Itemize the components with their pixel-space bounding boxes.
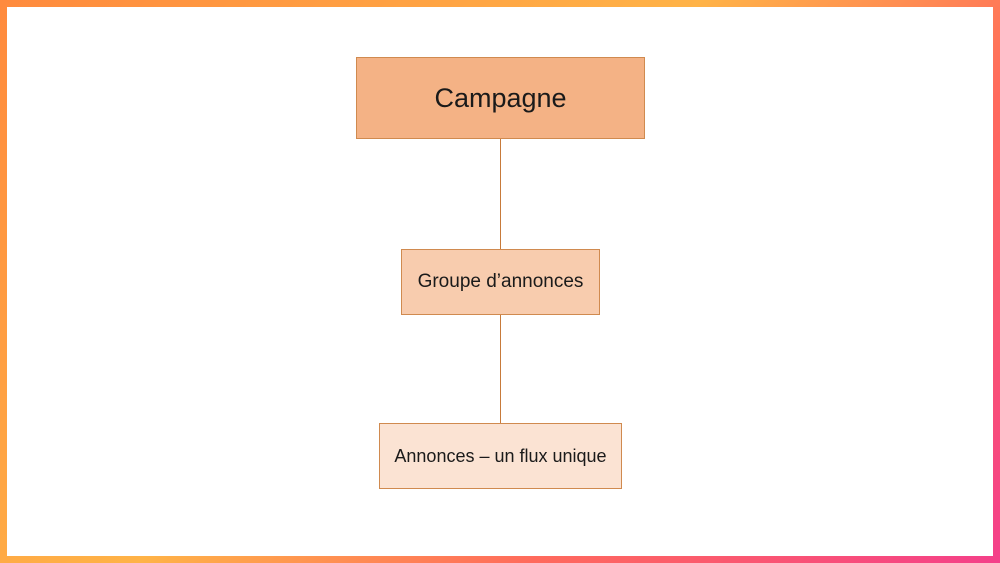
node-campagne: Campagne (356, 57, 645, 139)
connector-groupe-annonces (500, 315, 501, 423)
node-annonces: Annonces – un flux unique (379, 423, 622, 489)
node-groupe-annonces: Groupe d’annonces (401, 249, 600, 315)
connector-campagne-groupe (500, 139, 501, 249)
node-campagne-label: Campagne (434, 82, 567, 113)
node-annonces-label: Annonces – un flux unique (394, 445, 607, 466)
node-groupe-annonces-label: Groupe d’annonces (417, 271, 584, 292)
